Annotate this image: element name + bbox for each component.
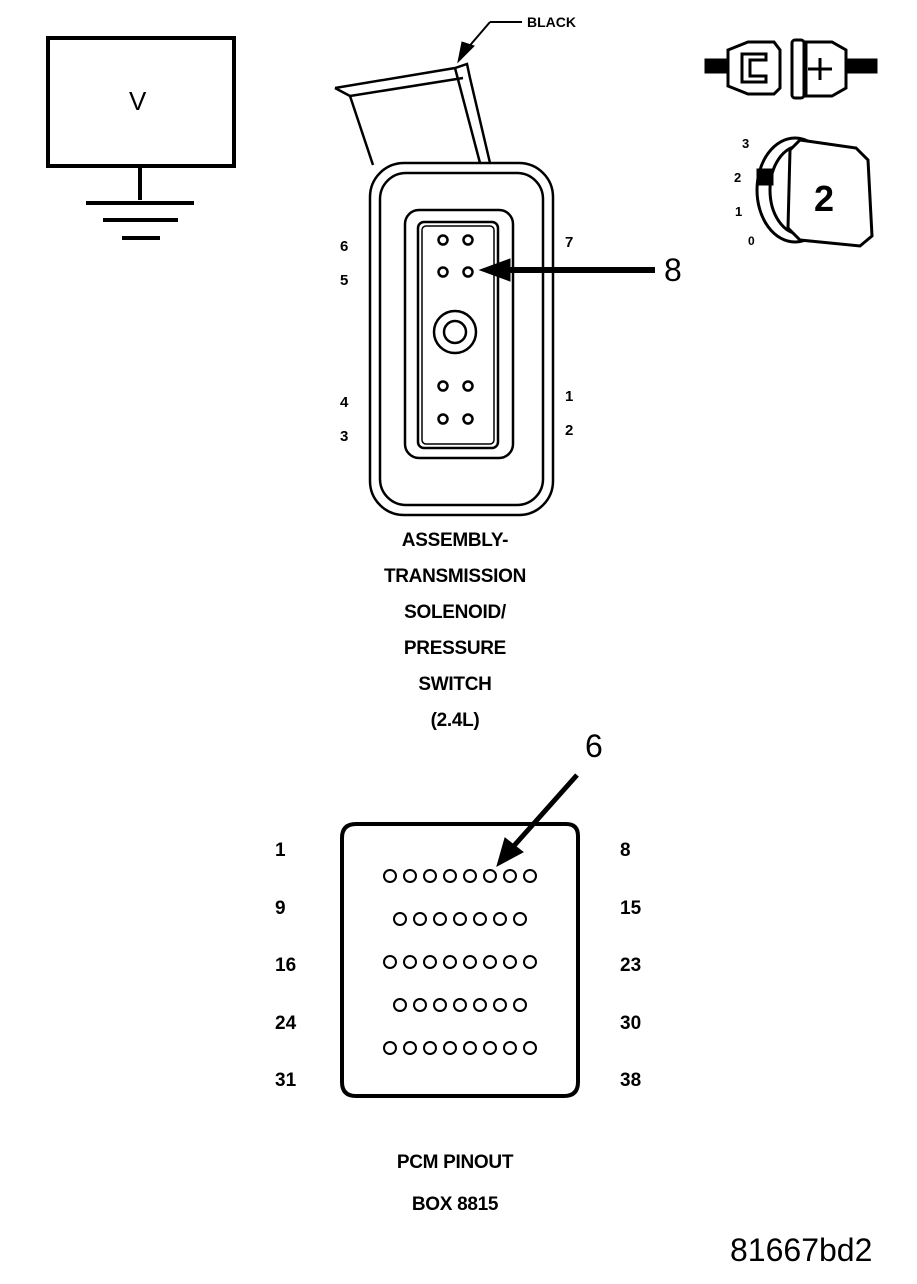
callout-number-8: 8 <box>664 252 682 288</box>
pcm-pin <box>513 998 527 1012</box>
pcm-row-start-label: 16 <box>275 955 297 976</box>
pin-label-6: 6 <box>340 238 349 255</box>
caption-line: (2.4L) <box>430 710 480 731</box>
pcm-pin <box>493 912 507 926</box>
connector-plug-icon <box>704 38 878 100</box>
figure-id: 81667bd2 <box>730 1232 873 1268</box>
pcm-pin <box>473 912 487 926</box>
pcm-pin-row <box>383 955 537 969</box>
pcm-row-start-label: 31 <box>275 1070 297 1091</box>
caption-line: PCM PINOUT <box>396 1152 514 1173</box>
pcm-pin <box>493 998 507 1012</box>
pcm-pin <box>463 955 477 969</box>
pcm-row-start-label: 9 <box>275 898 286 919</box>
wire-color-label: BLACK <box>527 14 576 30</box>
pcm-pin <box>503 869 517 883</box>
ignition-position-0: 0 <box>748 234 755 248</box>
pcm-pin <box>393 912 407 926</box>
pcm-pin <box>383 955 397 969</box>
pcm-row-end-label: 30 <box>620 1013 642 1034</box>
callout-number-6: 6 <box>585 728 603 764</box>
pin-label-5: 5 <box>340 272 349 289</box>
pcm-pin <box>433 998 447 1012</box>
pcm-pin <box>393 998 407 1012</box>
pcm-pin <box>503 955 517 969</box>
pcm-pin <box>523 1041 537 1055</box>
pcm-pin <box>413 912 427 926</box>
voltmeter-label: V <box>129 86 147 116</box>
pcm-pin <box>403 1041 417 1055</box>
pcm-pin <box>403 869 417 883</box>
caption-line: SOLENOID/ <box>404 602 506 623</box>
pcm-pin-row <box>383 869 537 883</box>
pcm-pin <box>423 955 437 969</box>
pcm-row-end-label: 15 <box>620 898 642 919</box>
pcm-pin-row <box>393 998 527 1012</box>
pcm-pin <box>523 869 537 883</box>
pcm-pin <box>463 869 477 883</box>
pcm-pin <box>473 998 487 1012</box>
ignition-switch-icon <box>755 136 874 248</box>
pin-label-4: 4 <box>340 394 349 411</box>
pcm-pin <box>383 869 397 883</box>
pcm-row-end-label: 23 <box>620 955 642 976</box>
pcm-pin <box>423 1041 437 1055</box>
pcm-pin <box>503 1041 517 1055</box>
pin-label-2: 2 <box>565 422 574 439</box>
pcm-pin <box>453 998 467 1012</box>
solenoid-connector-icon <box>334 62 555 517</box>
pin-label-7: 7 <box>565 234 574 251</box>
pcm-pin <box>513 912 527 926</box>
pcm-pin <box>423 869 437 883</box>
pcm-pin <box>483 955 497 969</box>
pcm-box <box>340 822 580 1098</box>
caption-line: BOX 8815 <box>411 1194 499 1215</box>
pin-label-1: 1 <box>565 388 574 405</box>
wire-color-leader <box>457 21 522 64</box>
pcm-pin <box>443 869 457 883</box>
ignition-position-3: 3 <box>742 136 750 151</box>
ignition-position-1: 1 <box>735 204 743 219</box>
pcm-pin <box>483 1041 497 1055</box>
pcm-pin <box>443 955 457 969</box>
pcm-pin <box>413 998 427 1012</box>
pcm-pin <box>403 955 417 969</box>
pcm-pin-row <box>393 912 527 926</box>
pcm-row-start-label: 24 <box>275 1013 297 1034</box>
pcm-pin <box>453 912 467 926</box>
pcm-pin <box>523 955 537 969</box>
pcm-pin <box>443 1041 457 1055</box>
voltmeter-icon <box>46 36 236 240</box>
pcm-pin <box>433 912 447 926</box>
callout-arrow-8 <box>478 258 655 282</box>
pcm-caption: PCM PINOUT BOX 8815 <box>330 1152 580 1236</box>
connector-caption: ASSEMBLY- TRANSMISSION SOLENOID/ PRESSUR… <box>330 530 580 746</box>
caption-line: ASSEMBLY- <box>401 530 509 551</box>
pcm-row-end-label: 8 <box>620 840 631 861</box>
pin-label-3: 3 <box>340 428 349 445</box>
pcm-pin-row <box>383 1041 537 1055</box>
pcm-pin <box>463 1041 477 1055</box>
pcm-row-start-label: 1 <box>275 840 286 861</box>
callout-arrow-6 <box>496 773 579 868</box>
caption-line: TRANSMISSION <box>383 566 527 587</box>
caption-line: PRESSURE <box>403 638 507 659</box>
pcm-pin <box>483 869 497 883</box>
ignition-position-2: 2 <box>734 170 742 185</box>
pcm-row-end-label: 38 <box>620 1070 642 1091</box>
pcm-pin <box>383 1041 397 1055</box>
caption-line: SWITCH <box>418 674 492 695</box>
ignition-selected-position: 2 <box>814 178 835 219</box>
